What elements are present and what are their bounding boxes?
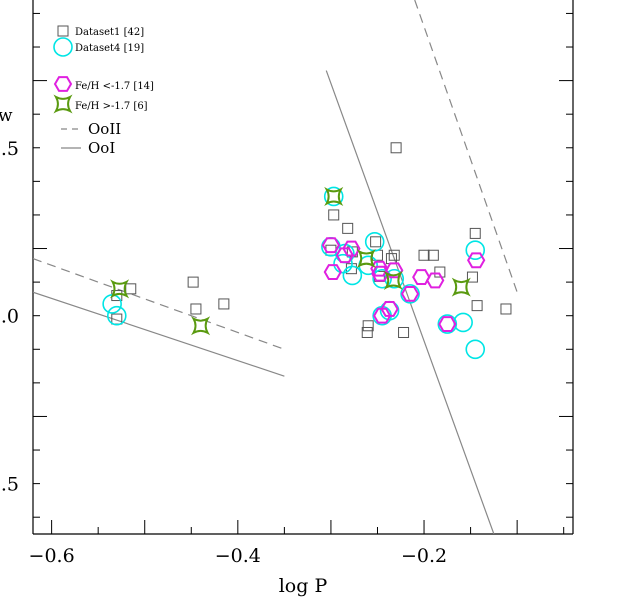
hexagon-data-point	[371, 265, 390, 282]
legend-entry-label: Fe/H >-1.7 [6]	[75, 101, 148, 112]
legend-circle-swatch	[53, 37, 73, 57]
hexagon-data-point	[412, 269, 431, 285]
star-data-point	[324, 186, 344, 207]
tick-labels: −0.6 −0.4 −0.2 .5 .0 .5	[1, 138, 447, 567]
square-data-point	[390, 142, 402, 154]
legend-square-swatch	[57, 25, 69, 37]
hexagon-data-point	[467, 252, 486, 269]
ooii-line	[33, 258, 285, 350]
y-tick-label: .5	[1, 138, 19, 160]
x-tick-label: −0.4	[215, 545, 261, 567]
circle-data-point	[106, 305, 127, 326]
square-data-point	[218, 298, 230, 310]
square-data-point	[466, 271, 478, 283]
square-data-point	[190, 303, 202, 315]
plot-frame	[32, 0, 574, 535]
data-points	[102, 142, 512, 360]
circle-data-point	[323, 186, 344, 207]
hexagon-data-point	[335, 247, 355, 264]
star-data-point	[451, 277, 471, 297]
hexagon-data-point	[321, 237, 341, 254]
square-data-point	[388, 249, 400, 261]
star-data-point	[356, 249, 376, 269]
y-tick-label: .0	[1, 306, 19, 328]
square-data-point	[125, 283, 137, 295]
star-data-point	[191, 316, 211, 336]
hexagon-data-point	[372, 307, 392, 324]
legend-hexagon-swatch	[53, 76, 73, 92]
hexagon-data-point	[370, 260, 389, 277]
y-axis-label-fragment: w	[0, 106, 13, 126]
star-data-point	[383, 270, 403, 290]
circle-data-point	[342, 265, 363, 286]
hexagon-data-point	[438, 316, 457, 333]
y-tick-label: .5	[1, 474, 19, 496]
square-data-point	[469, 227, 481, 239]
square-data-point	[471, 300, 483, 312]
square-data-point	[418, 249, 430, 261]
legend-entry-label: Fe/H <-1.7 [14]	[75, 81, 154, 92]
legend-entry-label: Dataset4 [19]	[75, 43, 144, 54]
hexagon-data-point	[400, 285, 420, 302]
circle-data-point	[372, 268, 392, 289]
legend-star-swatch	[53, 94, 73, 114]
square-data-point	[434, 266, 446, 278]
square-data-point	[361, 326, 373, 338]
circle-data-point	[465, 339, 486, 360]
x-tick-label: −0.6	[29, 545, 75, 567]
x-tick-label: −0.2	[401, 545, 447, 567]
x-axis-label: log P	[279, 575, 328, 597]
square-data-point	[500, 303, 512, 315]
square-data-point	[342, 222, 354, 234]
legend: Dataset1 [42] Dataset4 [19] Fe/H <-1.7 [14…	[53, 25, 154, 157]
square-data-point	[328, 209, 340, 221]
ooii-line	[414, 0, 518, 293]
legend-entry-label: OoII	[88, 120, 121, 138]
hexagon-data-point	[380, 301, 399, 317]
square-data-point	[325, 244, 337, 256]
circle-data-point	[465, 240, 486, 261]
axis-ticks	[33, 12, 573, 534]
legend-entry-label: Dataset1 [42]	[75, 27, 144, 38]
legend-entry-label: OoI	[88, 139, 115, 157]
ooi-line	[33, 291, 285, 377]
star-data-point	[110, 279, 130, 299]
square-data-point	[370, 236, 382, 248]
hexagon-data-point	[426, 272, 445, 289]
square-data-point	[187, 276, 199, 288]
square-data-point	[427, 249, 439, 261]
hexagon-data-point	[323, 264, 342, 280]
square-data-point	[362, 320, 374, 332]
square-data-point	[398, 326, 410, 338]
hexagon-data-point	[342, 240, 361, 257]
